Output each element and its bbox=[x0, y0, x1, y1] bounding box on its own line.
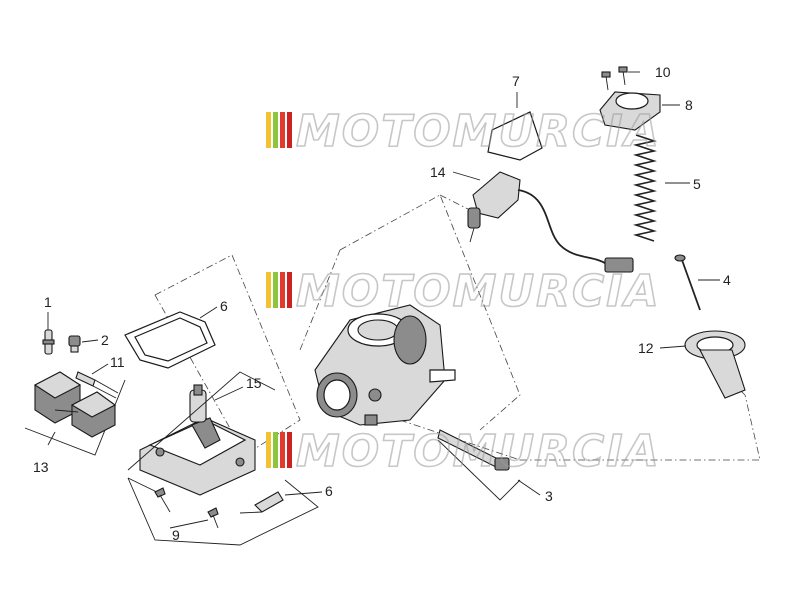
part-14-choke bbox=[467, 171, 634, 273]
watermark-3: MOTOMURCIA bbox=[266, 425, 661, 478]
callout-6-bottom: 6 bbox=[325, 483, 333, 499]
part-1-jet bbox=[42, 329, 55, 355]
part-10-screws bbox=[601, 66, 628, 91]
watermark-stripes-1 bbox=[266, 112, 292, 148]
part-15-float-bowl bbox=[139, 384, 256, 496]
part-12-diaphragm bbox=[684, 330, 746, 399]
callout-labels: 1 2 3 4 5 6 6 7 8 9 10 11 12 13 14 15 bbox=[33, 64, 731, 543]
callout-11: 11 bbox=[110, 354, 125, 370]
watermark-1: MOTOMURCIA bbox=[266, 105, 661, 158]
callout-13: 13 bbox=[33, 459, 49, 475]
part-9-screws bbox=[154, 487, 219, 529]
assembly-guide-lines bbox=[154, 194, 761, 461]
callout-2: 2 bbox=[101, 332, 109, 348]
part-11-pin bbox=[75, 371, 119, 399]
part-5-spring bbox=[633, 134, 657, 242]
callout-9: 9 bbox=[172, 527, 180, 543]
part-8-cover bbox=[599, 91, 661, 131]
callout-5: 5 bbox=[693, 176, 701, 192]
part-6-drain-fitting bbox=[239, 491, 284, 514]
callout-10: 10 bbox=[655, 64, 671, 80]
bottom-frame bbox=[127, 477, 319, 546]
callout-7: 7 bbox=[512, 73, 520, 89]
callout-8: 8 bbox=[685, 97, 693, 113]
part-6-gasket bbox=[124, 311, 216, 369]
callout-12: 12 bbox=[638, 340, 654, 356]
watermark-text-3: MOTOMURCIA bbox=[296, 426, 661, 477]
part-3-frame bbox=[437, 439, 521, 501]
part-7-cap bbox=[487, 111, 543, 161]
watermark-stripes-2 bbox=[266, 272, 292, 308]
watermark-text-1: MOTOMURCIA bbox=[296, 106, 661, 157]
callout-1: 1 bbox=[44, 294, 52, 310]
callout-14: 14 bbox=[430, 164, 446, 180]
watermark-2: MOTOMURCIA bbox=[266, 265, 661, 318]
callout-15: 15 bbox=[246, 375, 262, 391]
callout-6-top: 6 bbox=[220, 298, 228, 314]
leader-lines bbox=[47, 71, 720, 529]
carburetor-body bbox=[314, 304, 456, 426]
part-4-needle bbox=[674, 254, 701, 311]
part-2-screw bbox=[68, 335, 81, 353]
part-3-screw bbox=[437, 429, 510, 471]
watermark-text-2: MOTOMURCIA bbox=[296, 266, 661, 317]
watermark-stripes-3 bbox=[266, 432, 292, 468]
callout-3: 3 bbox=[545, 488, 553, 504]
callout-4: 4 bbox=[723, 272, 731, 288]
part-13-float bbox=[33, 371, 117, 438]
